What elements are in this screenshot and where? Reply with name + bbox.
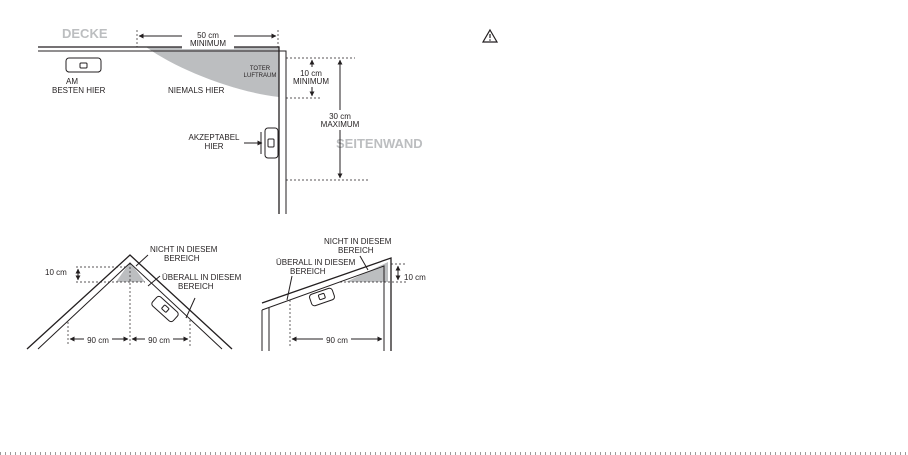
label-seitenwand: SEITENWAND [336, 136, 423, 151]
dim-30-qual: MAXIMUM [321, 120, 360, 129]
slope-90: 90 cm [326, 336, 348, 345]
label-am: AM [66, 77, 78, 86]
wall-detector-icon [261, 128, 278, 158]
peak-nicht-2: BEREICH [164, 254, 200, 263]
label-hier: HIER [204, 142, 223, 151]
slope-nicht-2: BEREICH [338, 246, 374, 255]
peak-ueber-1: ÜBERALL IN DIESEM [162, 273, 242, 282]
dim-10-qual: MINIMUM [293, 77, 329, 86]
peaked-roof-diagram: 10 cm 90 cm 90 cm NICHT IN DIESEM BEREIC… [27, 245, 242, 349]
peak-10cm: 10 cm [45, 268, 67, 277]
slope-10cm: 10 cm [404, 273, 426, 282]
label-akzeptabel: AKZEPTABEL [189, 133, 241, 142]
slope-nicht-1: NICHT IN DIESEM [324, 237, 392, 246]
ceiling-wall-diagram: DECKE SEITENWAND 50 cm MINIMUM TOTER LUF… [38, 26, 423, 214]
peak-nicht-1: NICHT IN DIESEM [150, 245, 218, 254]
peak-ueber-2: BEREICH [178, 282, 214, 291]
roof-detector-icon [151, 295, 180, 323]
warning-triangle-icon [483, 30, 497, 42]
label-luftraum: LUFTRAUM [244, 73, 277, 79]
smoke-detector-icon [66, 58, 101, 72]
dim-50-qual: MINIMUM [190, 39, 226, 48]
slope-ueber-2: BEREICH [290, 267, 326, 276]
label-decke: DECKE [62, 26, 108, 41]
peak-90-right: 90 cm [148, 336, 170, 345]
label-toter: TOTER [250, 66, 271, 72]
slope-ueber-1: ÜBERALL IN DIESEM [276, 258, 356, 267]
slope-detector-icon [309, 287, 336, 306]
peak-90-left: 90 cm [87, 336, 109, 345]
label-niemals-hier: NIEMALS HIER [168, 86, 225, 95]
label-besten-hier: BESTEN HIER [52, 86, 106, 95]
sloped-ceiling-diagram: 10 cm 90 cm NICHT IN DIESEM BEREICH ÜBER… [262, 237, 426, 351]
